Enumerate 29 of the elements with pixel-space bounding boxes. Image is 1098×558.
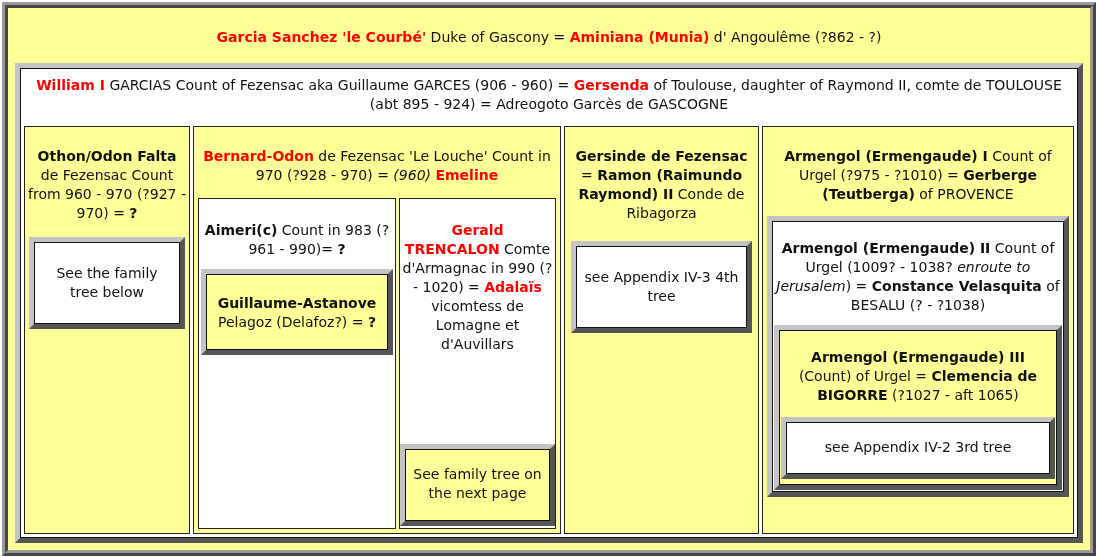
person-text: Garcia Sanchez 'le Courbé' Duke of Gascony = Aminiana (Munia) d' Angoulême (?862 - ?) xyxy=(215,28,883,47)
person-card xyxy=(198,198,396,529)
person-card xyxy=(767,216,1069,498)
person-text: William I GARCIAS Count of Fezensac aka Guillaume GARCES (906 - 960) = Gersenda of Toulouse, daughter of Raymond II, comte de TOULOUSE (abt 895 - 924) = Adreogoto Garcès de GASCOGNE xyxy=(35,76,1063,115)
note-card xyxy=(781,417,1055,480)
person-text: Gersinde de Fezensac = Ramon (Raimundo Raymond) II Conde de Ribagorza xyxy=(574,147,749,224)
person-text: See family tree on the next page xyxy=(412,464,543,503)
person-card xyxy=(24,126,190,534)
note-card xyxy=(400,443,555,526)
person-text: Guillaume-Astanove Pelagoz (Delafoz?) = ? xyxy=(216,294,378,333)
note-card xyxy=(29,237,185,330)
person-card xyxy=(201,269,393,356)
person-text: Armengol (Ermengaude) I Count of Urgel (?975 - ?1010) = Gerberge (Teutberga) of PROVENCE xyxy=(783,147,1053,205)
note-card xyxy=(571,241,752,334)
person-card xyxy=(762,126,1074,534)
person-text: Othon/Odon Falta de Fezensac Count from 960 - 970 (?927 - 970) = ? xyxy=(27,147,187,224)
person-text: see Appendix IV-3 4th tree xyxy=(583,268,740,307)
family-panel xyxy=(15,63,1083,543)
person-text: Bernard-Odon de Fezensac 'Le Louche' Count in 970 (?928 - 970) = (960) Emeline xyxy=(202,147,552,186)
person-text: Armengol (Ermengaude) III (Count) of Urgel = Clemencia de BIGORRE (?1027 - aft 1065) xyxy=(797,348,1039,406)
person-card xyxy=(564,126,759,534)
person-text: Gerald TRENCALON Comte d'Armagnac in 990 (? - 1020) = Adalaïs vicomtess de Lomagne et d'Auvillars xyxy=(401,221,554,355)
person-card xyxy=(399,198,556,529)
person-card xyxy=(774,325,1062,491)
person-text: see Appendix IV-2 3rd tree xyxy=(823,438,1013,458)
person-text: See the family tree below xyxy=(55,264,159,303)
person-text: Aimeri(c) Count in 983 (?961 - 990)= ? xyxy=(203,221,391,260)
person-text: Armengol (Ermengaude) II Count of Urgel (1009? - 1038? enroute to Jerusalem) = Constance Velasquita of BESALU (? - ?1038) xyxy=(773,239,1061,316)
person-card xyxy=(193,126,561,534)
